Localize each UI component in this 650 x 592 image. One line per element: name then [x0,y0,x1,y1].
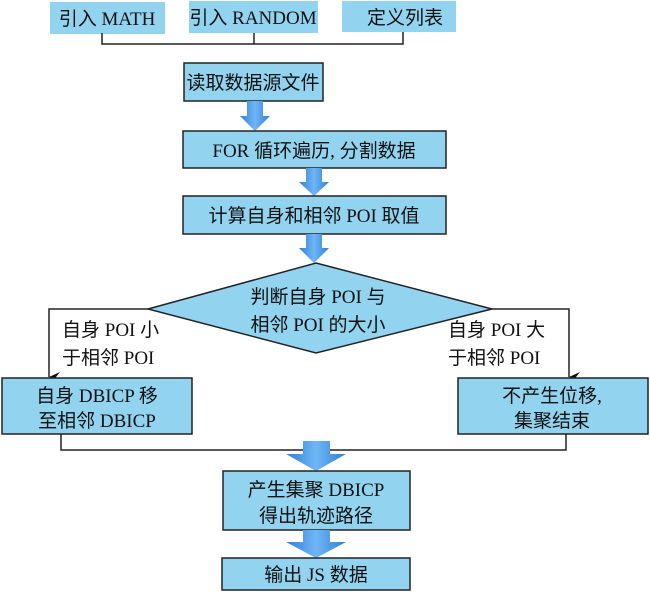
move-dbicp-box: 自身 DBICP 移 至相邻 DBICP [1,377,193,435]
svg-text:读取数据源文件: 读取数据源文件 [186,72,319,94]
read-source-box: 读取数据源文件 [183,62,324,102]
import-math-box: 引入 MATH [50,2,165,34]
svg-text:相邻 POI 的大小: 相邻 POI 的大小 [250,314,385,336]
no-move-box: 不产生位移, 集聚结束 [457,377,649,435]
block-arrow-1 [240,101,270,131]
svg-text:自身 DBICP 移: 自身 DBICP 移 [36,385,158,407]
block-arrow-2 [299,168,329,196]
svg-text:输出 JS 数据: 输出 JS 数据 [264,564,367,586]
cluster-result-box: 产生集聚 DBICP 得出轨迹路径 [222,470,411,531]
right-branch-label-2: 于相邻 POI [448,347,540,369]
left-branch-label-2: 于相邻 POI [62,347,154,369]
output-js-box: 输出 JS 数据 [221,557,411,591]
block-arrow-4 [286,441,346,471]
compute-poi-box: 计算自身和相邻 POI 取值 [182,195,447,235]
bracket-connector [101,32,404,45]
svg-text:判断自身 POI 与: 判断自身 POI 与 [250,286,385,308]
right-branch-line [492,308,580,382]
block-arrow-3 [299,234,329,263]
svg-text:集聚结束: 集聚结束 [514,410,590,432]
right-branch-label: 自身 POI 大 [448,319,545,341]
svg-text:引入 MATH: 引入 MATH [59,8,156,30]
decision-diamond: 判断自身 POI 与 相邻 POI 的大小 [145,262,493,354]
for-loop-box: FOR 循环遍历, 分割数据 [182,130,447,169]
svg-text:产生集聚 DBICP: 产生集聚 DBICP [248,479,385,501]
define-list-box: 定义列表 [342,1,456,32]
left-branch-line [48,308,148,382]
svg-text:至相邻 DBICP: 至相邻 DBICP [38,410,156,432]
svg-text:定义列表: 定义列表 [367,7,443,29]
svg-text:不产生位移,: 不产生位移, [502,385,602,407]
svg-text:得出轨迹路径: 得出轨迹路径 [259,505,373,527]
block-arrow-5 [286,530,346,558]
import-random-box: 引入 RANDOM [189,1,318,33]
svg-text:FOR 循环遍历, 分割数据: FOR 循环遍历, 分割数据 [212,140,415,162]
svg-text:计算自身和相邻 POI 取值: 计算自身和相邻 POI 取值 [208,205,419,227]
svg-text:引入 RANDOM: 引入 RANDOM [189,7,316,29]
left-branch-label: 自身 POI 小 [62,319,159,341]
